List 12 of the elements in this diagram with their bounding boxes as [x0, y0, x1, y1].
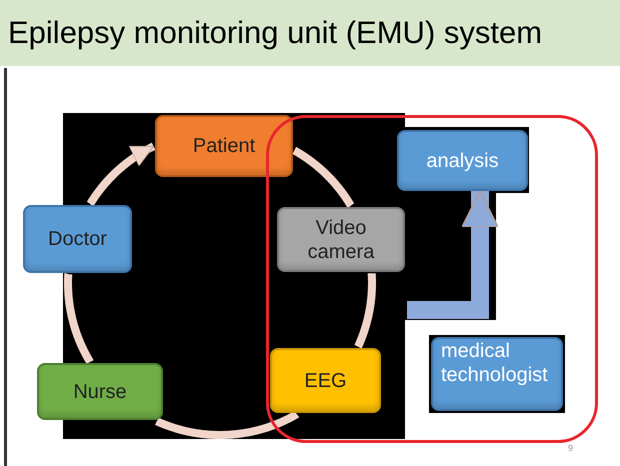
process-box: EEG	[270, 348, 381, 413]
page-number: 9	[568, 442, 574, 455]
slide-title: Epilepsy monitoring unit (EMU) system	[8, 15, 542, 51]
process-box: Video camera	[277, 207, 405, 272]
cycle-arrow	[86, 142, 158, 208]
process-box: Patient	[155, 115, 293, 177]
bent-arrow	[407, 190, 499, 319]
process-box: Doctor	[23, 205, 132, 273]
process-box: medical technologist	[431, 337, 563, 411]
group-outline	[266, 115, 598, 443]
process-box: analysis	[397, 130, 528, 191]
process-box: Nurse	[37, 363, 163, 420]
